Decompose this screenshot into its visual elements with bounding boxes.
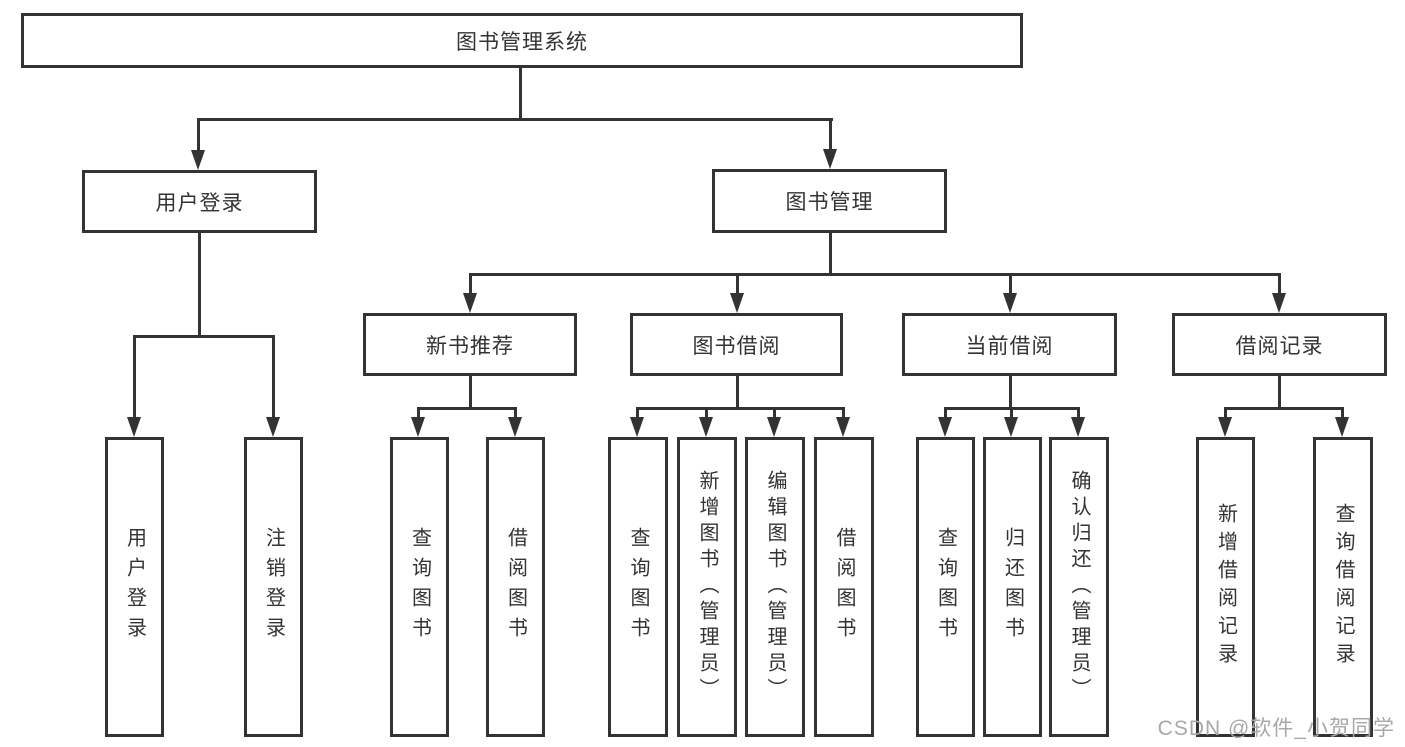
arrowhead-leaf-login <box>127 417 141 437</box>
arrowhead-borrow <box>730 293 744 313</box>
leaf-add-book-admin: 新增图书（管理员） <box>677 437 737 737</box>
leaf-add-borrow-record: 新增借阅记录 <box>1196 437 1255 737</box>
arrowhead-new-book <box>463 293 477 313</box>
node-user-login: 用户登录 <box>82 170 317 233</box>
arrowhead-bw-leaf2 <box>699 417 713 437</box>
connector-current-stem <box>1009 376 1012 407</box>
arrowhead-record <box>1272 293 1286 313</box>
connector-user-login-stem <box>198 233 201 335</box>
arrowhead-bw-leaf1 <box>630 417 644 437</box>
arrowhead-rc-leaf1 <box>1218 417 1232 437</box>
arrowhead-nb-leaf2 <box>508 417 522 437</box>
arrowhead-cu-leaf1 <box>938 417 952 437</box>
connector-record-rail <box>1224 407 1343 410</box>
connector-to-current-stem <box>1009 273 1012 293</box>
connector-to-user-login-stem <box>197 118 200 150</box>
connector-to-borrow-stem <box>736 273 739 293</box>
connector-user-login-rail <box>134 335 274 338</box>
arrowhead-nb-leaf1 <box>411 417 425 437</box>
connector-rc-leaf1-stem <box>1224 407 1227 417</box>
connector-to-leaf-login-stem <box>133 335 136 417</box>
arrowhead-cu-leaf3 <box>1071 417 1085 437</box>
node-book-management: 图书管理 <box>712 169 947 233</box>
node-book-borrow: 图书借阅 <box>630 313 843 376</box>
arrowhead-bw-leaf4 <box>836 417 850 437</box>
watermark: CSDN @软件_小贺同学 <box>1157 717 1395 740</box>
connector-to-leaf-logout-stem <box>272 335 275 417</box>
connector-bw-leaf3-stem <box>773 407 776 417</box>
connector-rc-leaf2-stem <box>1341 407 1344 417</box>
leaf-query-borrow-record: 查询借阅记录 <box>1313 437 1373 737</box>
arrowhead-current <box>1003 293 1017 313</box>
node-new-book-recommend: 新书推荐 <box>363 313 577 376</box>
node-current-borrow: 当前借阅 <box>902 313 1117 376</box>
leaf-borrow-book: 借阅图书 <box>814 437 874 737</box>
arrowhead-cu-leaf2 <box>1004 417 1018 437</box>
arrowhead-bw-leaf3 <box>767 417 781 437</box>
arrowhead-rc-leaf2 <box>1335 417 1349 437</box>
leaf-edit-book-admin: 编辑图书（管理员） <box>745 437 805 737</box>
connector-bw-leaf2-stem <box>705 407 708 417</box>
leaf-query-book-borrow: 查询图书 <box>608 437 668 737</box>
leaf-logout: 注销登录 <box>244 437 303 737</box>
node-borrow-record: 借阅记录 <box>1172 313 1387 376</box>
connector-bw-leaf4-stem <box>842 407 845 417</box>
arrowhead-user-login <box>191 150 205 170</box>
leaf-borrow-book-recommend: 借阅图书 <box>486 437 545 737</box>
connector-cu-leaf1-stem <box>944 407 947 417</box>
arrowhead-book-mgmt <box>823 149 837 169</box>
connector-to-book-mgmt-stem <box>829 118 832 149</box>
leaf-query-book-recommend: 查询图书 <box>390 437 449 737</box>
node-library-management-system: 图书管理系统 <box>21 13 1023 68</box>
connector-cu-leaf3-stem <box>1077 407 1080 417</box>
connector-borrow-stem <box>736 376 739 407</box>
connector-book-mgmt-rail <box>469 273 1281 276</box>
connector-root-rail <box>197 118 833 121</box>
connector-cu-leaf2-stem <box>1010 407 1013 417</box>
connector-new-book-stem <box>469 376 472 407</box>
connector-borrow-rail <box>637 407 844 410</box>
connector-book-mgmt-stem <box>829 233 832 273</box>
connector-to-new-book-stem <box>469 273 472 293</box>
connector-bw-leaf1-stem <box>636 407 639 417</box>
connector-nb-leaf2-stem <box>514 407 517 417</box>
leaf-user-login: 用户登录 <box>105 437 164 737</box>
connector-new-book-rail <box>418 407 517 410</box>
connector-root-stem <box>519 68 522 118</box>
leaf-return-book: 归还图书 <box>983 437 1042 737</box>
connector-record-stem <box>1278 376 1281 407</box>
arrowhead-leaf-logout <box>266 417 280 437</box>
leaf-confirm-return-admin: 确认归还（管理员） <box>1049 437 1109 737</box>
connector-to-record-stem <box>1278 273 1281 293</box>
leaf-query-book-current: 查询图书 <box>916 437 975 737</box>
connector-nb-leaf1-stem <box>417 407 420 417</box>
